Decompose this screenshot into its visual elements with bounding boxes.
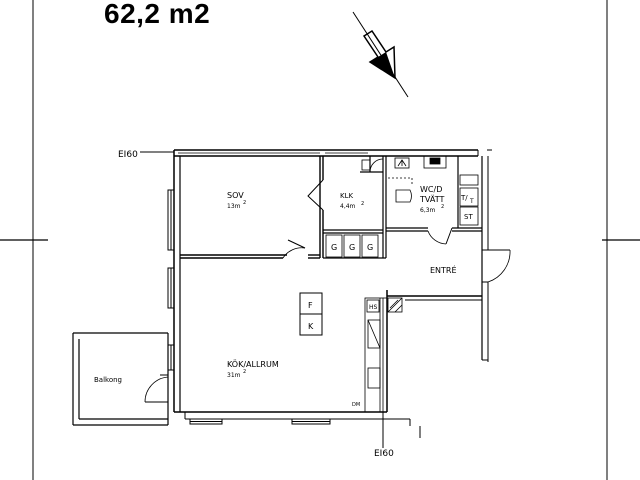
room-name-wc-2: TVÄTT xyxy=(419,194,444,204)
room-name-entre: ENTRÉ xyxy=(430,264,457,275)
left-wall-windows xyxy=(167,189,175,371)
bathroom-walls xyxy=(386,156,482,245)
room-area-sup-wc: 2 xyxy=(441,204,444,210)
room-name-klk: KLK xyxy=(340,192,353,200)
room-area-sov: 13m xyxy=(227,203,241,210)
bottom-wall-windows xyxy=(189,418,331,425)
freezer-label: K xyxy=(308,322,314,331)
dishwasher-label: DM xyxy=(352,402,360,408)
room-area-sup-kok: 2 xyxy=(243,369,246,375)
room-area-kok: 31m xyxy=(227,372,241,379)
room-name-sov: SOV xyxy=(227,191,244,200)
closet-walls xyxy=(323,156,387,259)
fridge-label: F xyxy=(308,301,313,310)
entrance-door xyxy=(482,249,511,283)
wardrobes xyxy=(325,234,379,258)
room-area-sup-sov: 2 xyxy=(243,200,246,206)
bedroom-walls xyxy=(180,156,324,259)
washer-label: T/ xyxy=(460,194,468,202)
total-area-title: 62,2 m2 xyxy=(104,0,211,29)
north-arrow-icon xyxy=(352,11,409,98)
wardrobe-label-2: G xyxy=(349,243,355,252)
outer-walls xyxy=(173,149,492,426)
balcony xyxy=(72,332,169,426)
room-area-wc: 6,3m xyxy=(420,207,436,214)
room-name-wc: WC/D xyxy=(420,185,442,194)
drying-cabinet-label: ST xyxy=(464,213,473,221)
elevation-label-bottom: EI60 xyxy=(374,449,394,459)
room-area-sup-klk: 2 xyxy=(361,201,364,207)
bathroom-fixtures xyxy=(388,155,479,226)
fridge-freezer xyxy=(299,292,323,336)
kitchen-counter xyxy=(364,297,403,413)
wardrobe-label-3: G xyxy=(367,243,373,252)
wardrobe-label-1: G xyxy=(331,243,337,252)
elevation-label-top: EI60 xyxy=(118,150,138,160)
room-name-balkong: Balkong xyxy=(94,376,122,384)
dryer-label: T xyxy=(469,198,474,205)
room-name-kok: KÖK/ALLRUM xyxy=(227,359,279,369)
hat-shelf-label: HS xyxy=(369,304,378,311)
room-area-klk: 4,4m xyxy=(340,203,356,210)
